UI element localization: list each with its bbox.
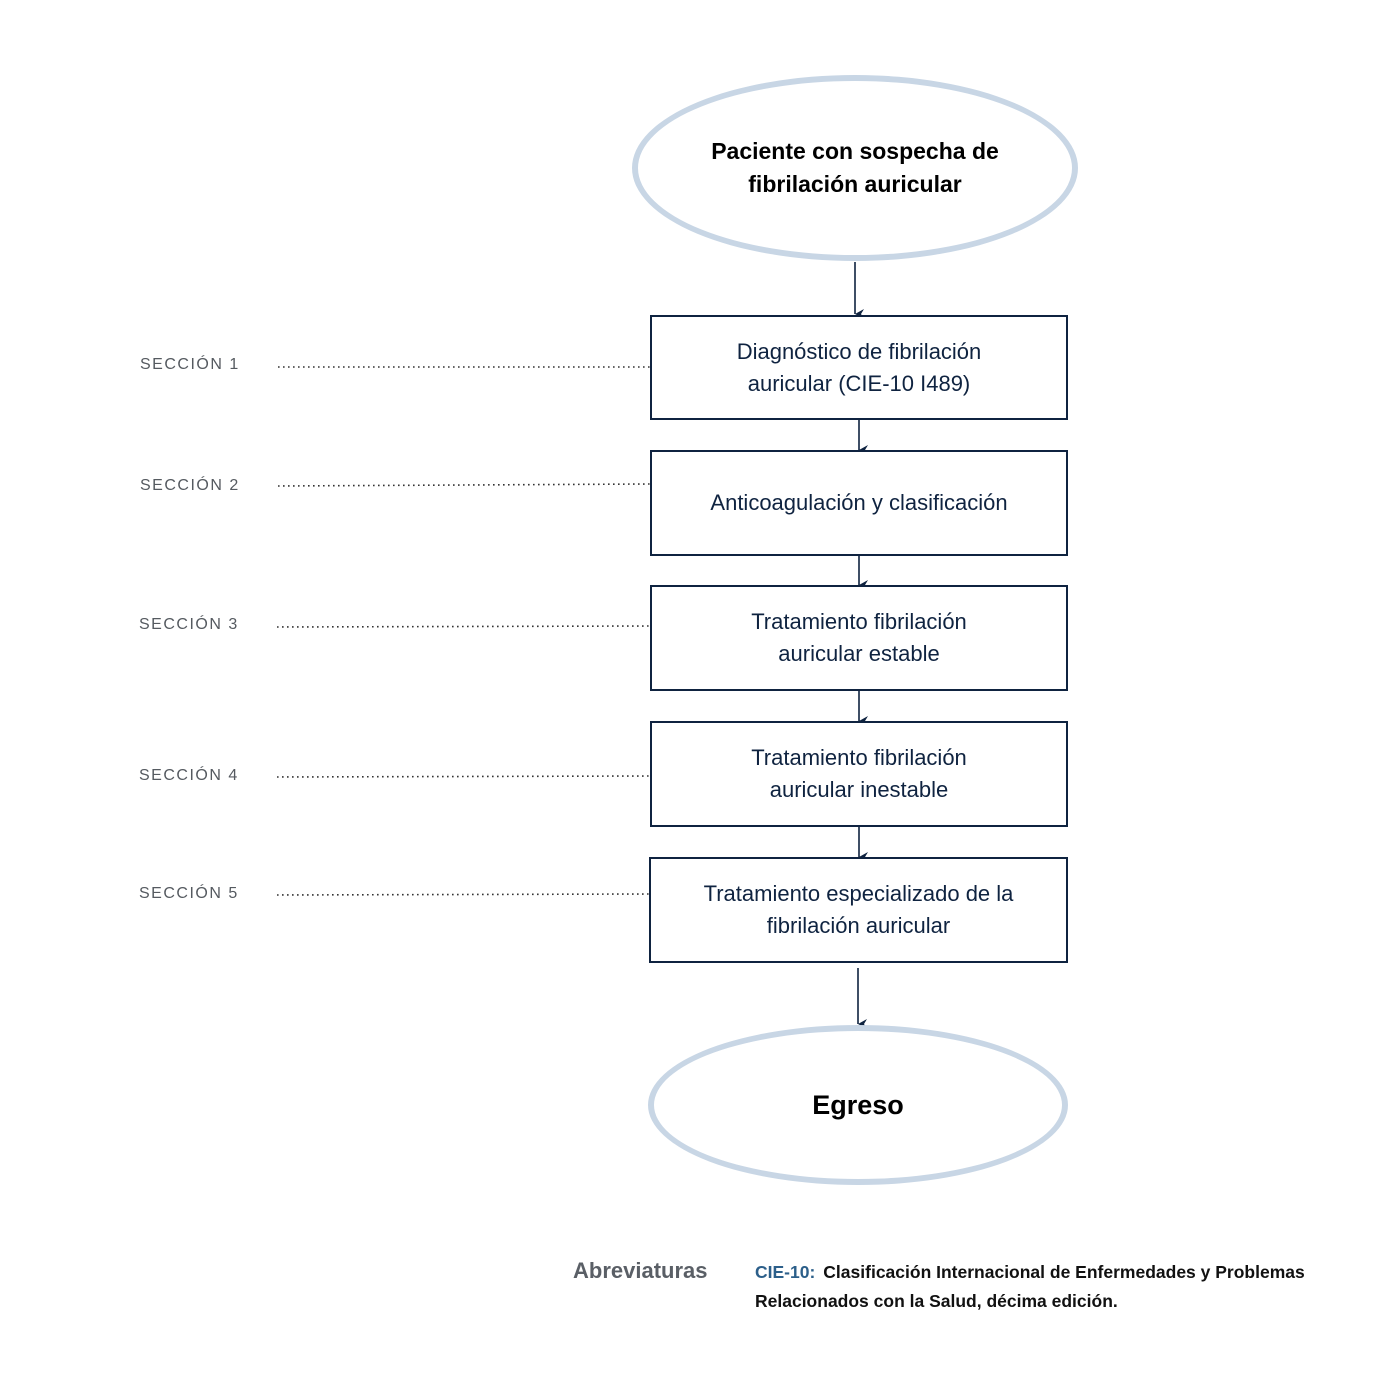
step-5-line1: Tratamiento especializado de la bbox=[703, 881, 1014, 906]
step-box-4: Tratamiento fibrilación auricular inesta… bbox=[650, 721, 1068, 827]
step-box-5: Tratamiento especializado de la fibrilac… bbox=[649, 857, 1068, 963]
step-1-line2: auricular (CIE-10 I489) bbox=[747, 370, 971, 396]
section-4-leader bbox=[276, 775, 651, 778]
step-4-label: Tratamiento fibrilación auricular inesta… bbox=[735, 742, 983, 806]
step-4-line2: auricular inestable bbox=[769, 777, 949, 802]
step-3-label: Tratamiento fibrilación auricular establ… bbox=[735, 606, 983, 670]
start-label-line2: fibrilación auricular bbox=[748, 171, 962, 197]
step-5-label: Tratamiento especializado de la fibrilac… bbox=[688, 878, 1030, 942]
step-5-line2: fibrilación auricular bbox=[766, 913, 951, 938]
step-box-1: Diagnóstico de fibrilación auricular (CI… bbox=[650, 315, 1068, 420]
section-label-5: SECCIÓN 5 bbox=[139, 885, 239, 902]
step-1-line1: Diagnóstico de fibrilación bbox=[736, 338, 982, 364]
step-3-line2: auricular estable bbox=[778, 641, 940, 666]
section-3-leader bbox=[276, 625, 651, 628]
section-label-3: SECCIÓN 3 bbox=[139, 616, 239, 633]
section-label-4: SECCIÓN 4 bbox=[139, 767, 239, 784]
section-label-2: SECCIÓN 2 bbox=[140, 477, 240, 494]
step-box-2: Anticoagulación y clasificación bbox=[650, 450, 1068, 556]
abbreviation-key: CIE-10: bbox=[755, 1262, 816, 1282]
step-2-label: Anticoagulación y clasificación bbox=[710, 490, 1008, 515]
abbreviations-title: Abreviaturas bbox=[573, 1258, 708, 1283]
abbreviation-definition: Clasificación Internacional de Enfermeda… bbox=[755, 1262, 1305, 1311]
step-3-line1: Tratamiento fibrilación bbox=[751, 609, 967, 634]
section-2-leader bbox=[277, 483, 651, 487]
start-label-line1: Paciente con sospecha de bbox=[711, 138, 999, 164]
end-ellipse: Egreso bbox=[648, 1025, 1068, 1185]
step-4-line1: Tratamiento fibrilación bbox=[751, 745, 967, 770]
section-5-leader bbox=[276, 893, 651, 896]
section-label-1: SECCIÓN 1 bbox=[140, 356, 240, 373]
start-ellipse: Paciente con sospecha de fibrilación aur… bbox=[632, 75, 1078, 261]
step-1-label: Diagnóstico de fibrilación auricular (CI… bbox=[721, 336, 998, 400]
step-box-3: Tratamiento fibrilación auricular establ… bbox=[650, 585, 1068, 691]
start-label: Paciente con sospecha de fibrilación aur… bbox=[711, 135, 999, 201]
end-label: Egreso bbox=[812, 1089, 904, 1120]
abbreviation-entry: CIE-10:Clasificación Internacional de En… bbox=[755, 1258, 1335, 1316]
